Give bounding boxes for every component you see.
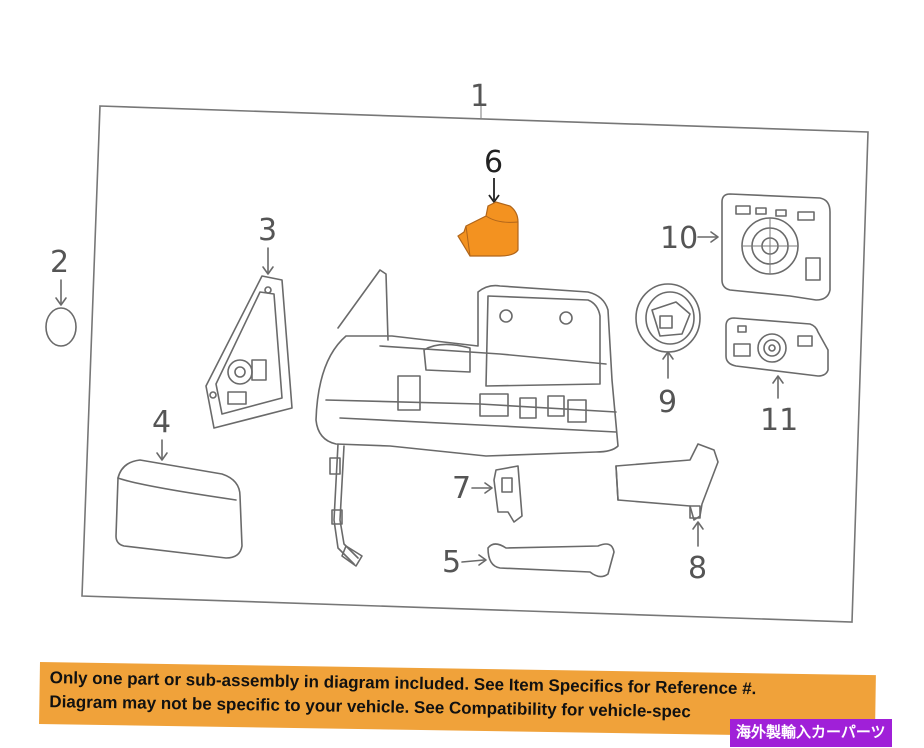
part-11-plate: 11	[725, 317, 829, 438]
part-7-bracket: 7	[452, 465, 523, 523]
callout-1: 1	[470, 79, 489, 114]
callout-10: 10	[660, 221, 698, 256]
callout-5: 5	[442, 545, 461, 580]
part-9-motor: 9	[635, 283, 701, 420]
callout-4: 4	[152, 405, 171, 440]
part-4-cover-cap: 4	[115, 405, 243, 559]
callout-2: 2	[50, 245, 69, 280]
callout-11: 11	[760, 403, 798, 438]
callout-9: 9	[658, 385, 677, 420]
assembly-frame	[81, 105, 869, 623]
mirror-housing	[315, 269, 619, 567]
part-5-signal-strip: 5	[442, 543, 615, 580]
seller-tag: 海外製輸入カーパーツ	[730, 719, 892, 747]
part-3-backing-plate: 3	[205, 213, 293, 429]
callout-8: 8	[688, 551, 707, 586]
callout-7: 7	[452, 471, 471, 506]
part-6-highlighted-cap: 6	[457, 145, 519, 257]
part-2-seal: 2	[45, 245, 77, 347]
part-10-glass-carrier: 10	[660, 193, 831, 301]
part-8-clearance-lamp: 8	[615, 443, 719, 586]
callout-6: 6	[484, 145, 503, 180]
callout-3: 3	[258, 213, 277, 248]
